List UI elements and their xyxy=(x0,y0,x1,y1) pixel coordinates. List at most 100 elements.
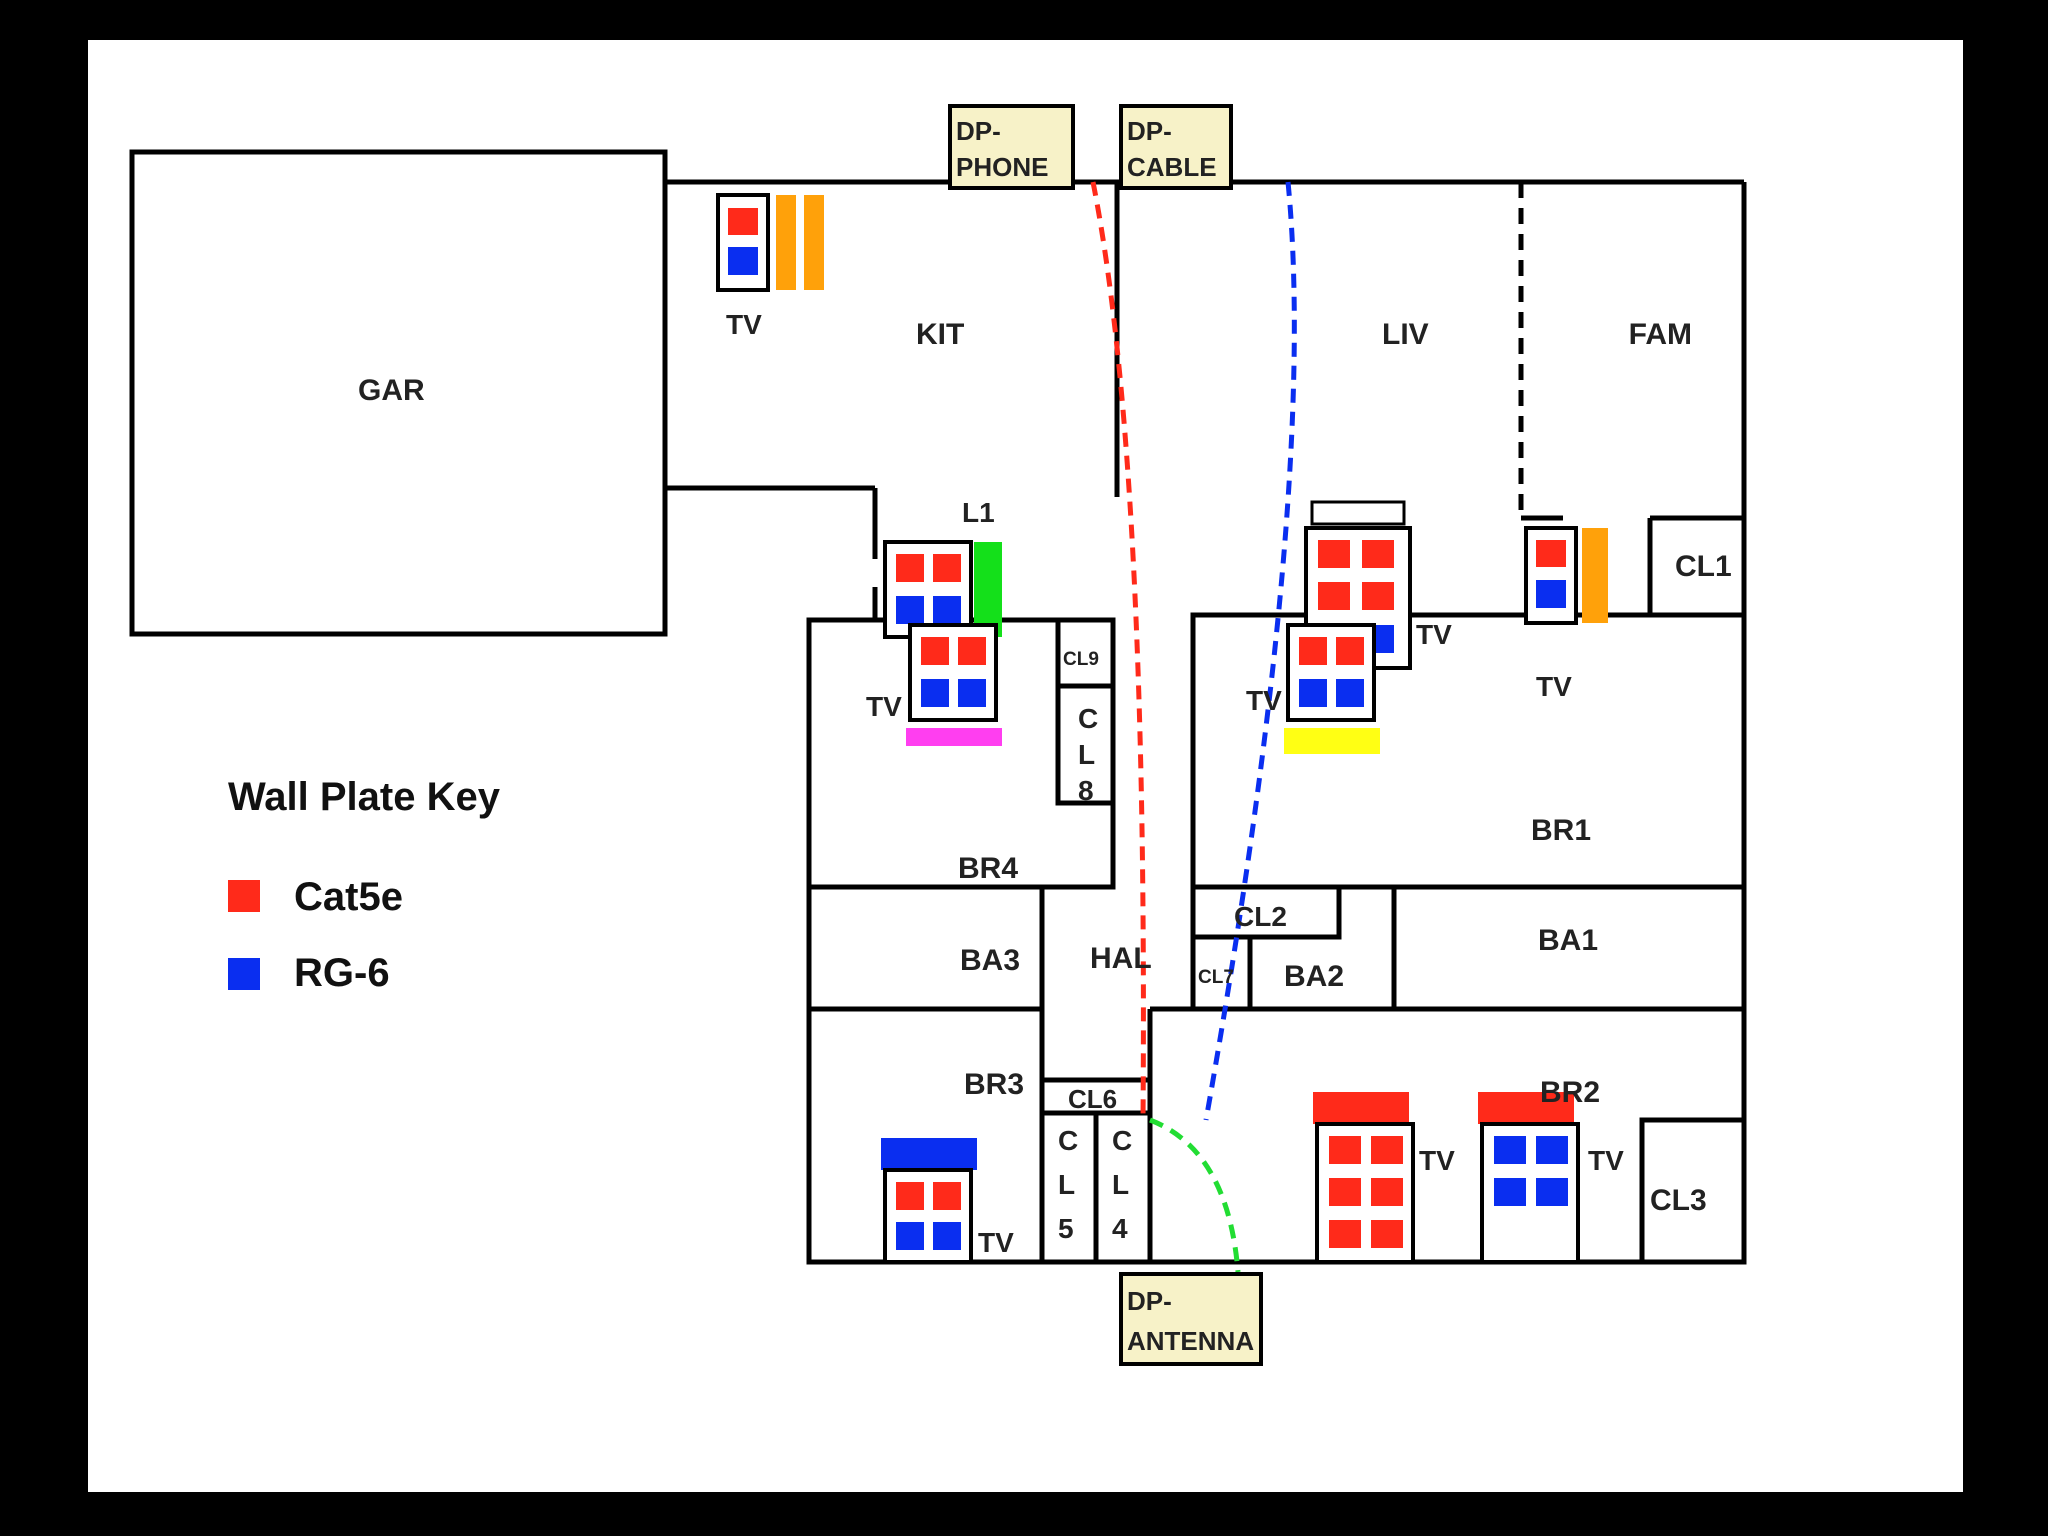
cat5e-jack xyxy=(1329,1136,1361,1164)
room-label-cl4-line1: C xyxy=(1112,1125,1132,1156)
rg6-jack xyxy=(921,679,949,707)
room-label-br1: BR1 xyxy=(1531,814,1591,847)
room-label-cl8-line1: C xyxy=(1078,703,1098,734)
room-label-fam: FAM xyxy=(1629,318,1692,351)
rg6-jack xyxy=(728,247,758,275)
tv-label: TV xyxy=(1246,685,1282,716)
demarc-phone-line2: PHONE xyxy=(956,152,1048,182)
cat5e-jack xyxy=(1299,637,1327,665)
green-strip xyxy=(974,542,1002,637)
wall-plate-br2-b: TV xyxy=(1478,1092,1624,1264)
wall-plate-living: TV xyxy=(1304,500,1452,670)
rg6-jack xyxy=(896,1222,924,1250)
cat5e-jack xyxy=(1318,540,1350,568)
cat5e-jack xyxy=(1362,540,1394,568)
demarc-cable: DP- CABLE xyxy=(1119,104,1233,190)
legend-label-rg6: RG-6 xyxy=(294,951,390,995)
wall-plate-br1: TV xyxy=(1246,623,1380,754)
floor-plan-diagram: DP- PHONE DP- CABLE DP- ANTENNA TV xyxy=(129,104,1747,1366)
cat5e-jack xyxy=(1371,1178,1403,1206)
demarc-cable-box xyxy=(1119,104,1233,190)
tv-label: TV xyxy=(1419,1145,1455,1176)
legend-label-cat5e: Cat5e xyxy=(294,875,403,919)
room-label-cl1: CL1 xyxy=(1675,550,1732,583)
demarc-phone-box xyxy=(948,104,1075,190)
tv-label: TV xyxy=(1588,1145,1624,1176)
phone-wire xyxy=(1090,181,1146,1121)
demarc-phone: DP- PHONE xyxy=(948,104,1075,190)
cat5e-jack xyxy=(1329,1178,1361,1206)
rg6-jack xyxy=(1299,679,1327,707)
wall-plate-l1 xyxy=(883,540,1002,639)
legend-swatch-cat5e xyxy=(228,880,260,912)
room-label-cl5-line3: 5 xyxy=(1058,1213,1074,1244)
blue-strip xyxy=(881,1138,977,1170)
room-label-cl3: CL3 xyxy=(1650,1184,1707,1217)
yellow-strip xyxy=(1284,728,1380,754)
cat5e-jack xyxy=(728,208,758,235)
room-label-br3: BR3 xyxy=(964,1068,1024,1101)
demarc-antenna-box xyxy=(1119,1272,1263,1366)
plate-cap xyxy=(1310,500,1406,526)
tv-label: TV xyxy=(866,691,902,722)
cat5e-jack xyxy=(921,637,949,665)
room-label-liv: LIV xyxy=(1382,318,1429,351)
room-label-br2: BR2 xyxy=(1540,1076,1600,1109)
cat5e-jack xyxy=(1318,582,1350,610)
room-label-ba1: BA1 xyxy=(1538,924,1598,957)
wall-plate-family: TV xyxy=(1524,526,1608,702)
tv-label: TV xyxy=(726,309,762,340)
rg6-jack xyxy=(896,596,924,624)
room-label-l1: L1 xyxy=(962,497,995,528)
room-label-cl8-line2: L xyxy=(1078,739,1095,770)
room-label-cl8-line3: 8 xyxy=(1078,775,1094,806)
room-label-cl4-line3: 4 xyxy=(1112,1213,1128,1244)
bedroom-1-room xyxy=(1190,612,1747,890)
orange-strip xyxy=(776,195,796,290)
wall-plate-br3: TV xyxy=(881,1138,1014,1264)
wall-plate-br2-a: TV xyxy=(1313,1092,1455,1264)
cat5e-jack xyxy=(1536,540,1566,567)
room-label-ba2: BA2 xyxy=(1284,960,1344,993)
room-label-cl5-line2: L xyxy=(1058,1169,1075,1200)
room-label-gar: GAR xyxy=(358,374,425,407)
cat5e-jack xyxy=(933,1182,961,1210)
cat5e-jack xyxy=(1362,582,1394,610)
garage-room xyxy=(129,149,668,637)
cat5e-jack xyxy=(896,554,924,582)
cable-wire xyxy=(1203,181,1297,1121)
orange-strip xyxy=(804,195,824,290)
rg6-jack xyxy=(1336,679,1364,707)
cat5e-jack xyxy=(958,637,986,665)
tv-label: TV xyxy=(1536,671,1572,702)
demarc-cable-line2: CABLE xyxy=(1127,152,1217,182)
tv-label: TV xyxy=(978,1227,1014,1258)
cat5e-jack xyxy=(1371,1220,1403,1248)
demarc-antenna-line2: ANTENNA xyxy=(1127,1326,1254,1356)
rg6-jack xyxy=(1536,1136,1568,1164)
legend-title: Wall Plate Key xyxy=(228,775,501,819)
room-label-cl2: CL2 xyxy=(1234,901,1287,932)
cat5e-jack xyxy=(933,554,961,582)
room-label-hal: HAL xyxy=(1090,942,1152,975)
antenna-wire xyxy=(1149,1117,1241,1273)
cat5e-jack xyxy=(1329,1220,1361,1248)
demarc-antenna-line1: DP- xyxy=(1127,1286,1172,1316)
floor-plan-canvas: DP- PHONE DP- CABLE DP- ANTENNA TV xyxy=(88,40,1963,1492)
room-label-ba3: BA3 xyxy=(960,944,1020,977)
rg6-jack xyxy=(1536,1178,1568,1206)
rg6-jack xyxy=(933,1222,961,1250)
room-label-cl5-line1: C xyxy=(1058,1125,1078,1156)
room-label-cl4-line2: L xyxy=(1112,1169,1129,1200)
wall-plate-br4: TV xyxy=(866,623,1002,746)
room-label-cl6: CL6 xyxy=(1068,1084,1117,1114)
rg6-jack xyxy=(1494,1178,1526,1206)
closet-8 xyxy=(1055,683,1116,806)
room-label-kit: KIT xyxy=(916,318,964,351)
magenta-strip xyxy=(906,728,1002,746)
red-strip xyxy=(1478,1092,1574,1124)
wall-plate-kitchen: TV xyxy=(716,193,824,340)
cat5e-jack xyxy=(1336,637,1364,665)
orange-strip xyxy=(1582,528,1608,623)
room-label-cl7: CL7 xyxy=(1198,967,1234,988)
